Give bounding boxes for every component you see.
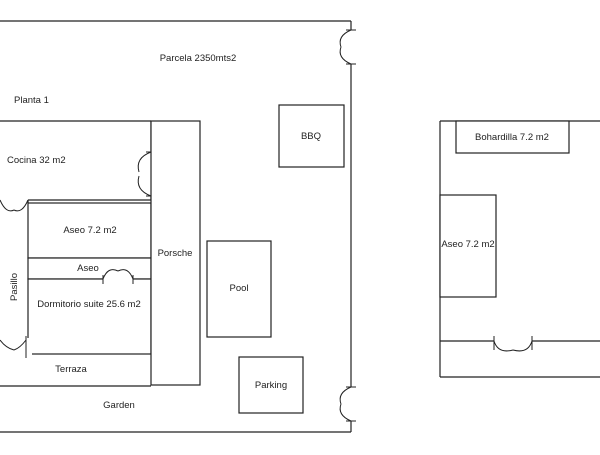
house-outline (0, 120, 151, 387)
bohardilla-label: Bohardilla 7.2 m2 (475, 132, 549, 143)
pasillo-door (0, 200, 32, 358)
parcel-label: Parcela 2350mts2 (160, 53, 237, 64)
annex-aseo-label: Aseo 7.2 m2 (441, 239, 494, 250)
annex-inner-wall (440, 336, 600, 352)
dormitorio-room (27, 278, 152, 355)
parcel-door-top (339, 29, 356, 65)
pool-label: Pool (229, 283, 248, 294)
pasillo-label: Pasillo (9, 273, 20, 301)
bbq-area (278, 104, 345, 168)
floor-label: Planta 1 (14, 95, 49, 106)
parking (238, 356, 304, 414)
dormitorio-label: Dormitorio suite 25.6 m2 (37, 299, 140, 310)
cocina-right-wall (137, 121, 152, 200)
parking-label: Parking (255, 380, 287, 391)
parcel-boundary (0, 20, 352, 433)
bbq-label: BBQ (301, 131, 321, 142)
garden-label: Garden (103, 400, 135, 411)
porsche-label: Porsche (158, 248, 193, 259)
pool (206, 240, 272, 338)
terraza-label: Terraza (55, 364, 87, 375)
cocina-bottom-wall (0, 197, 151, 212)
annex-aseo-room (439, 194, 497, 298)
bohardilla-room (455, 120, 570, 154)
cocina-label: Cocina 32 m2 (7, 155, 66, 166)
porsche-room (150, 120, 201, 386)
aseo-main-label: Aseo 7.2 m2 (63, 225, 116, 236)
aseo-main-room (27, 202, 152, 259)
dormitorio-door (102, 269, 134, 284)
parcel-door-bottom (339, 386, 356, 422)
aseo-small-label: Aseo (77, 263, 99, 274)
